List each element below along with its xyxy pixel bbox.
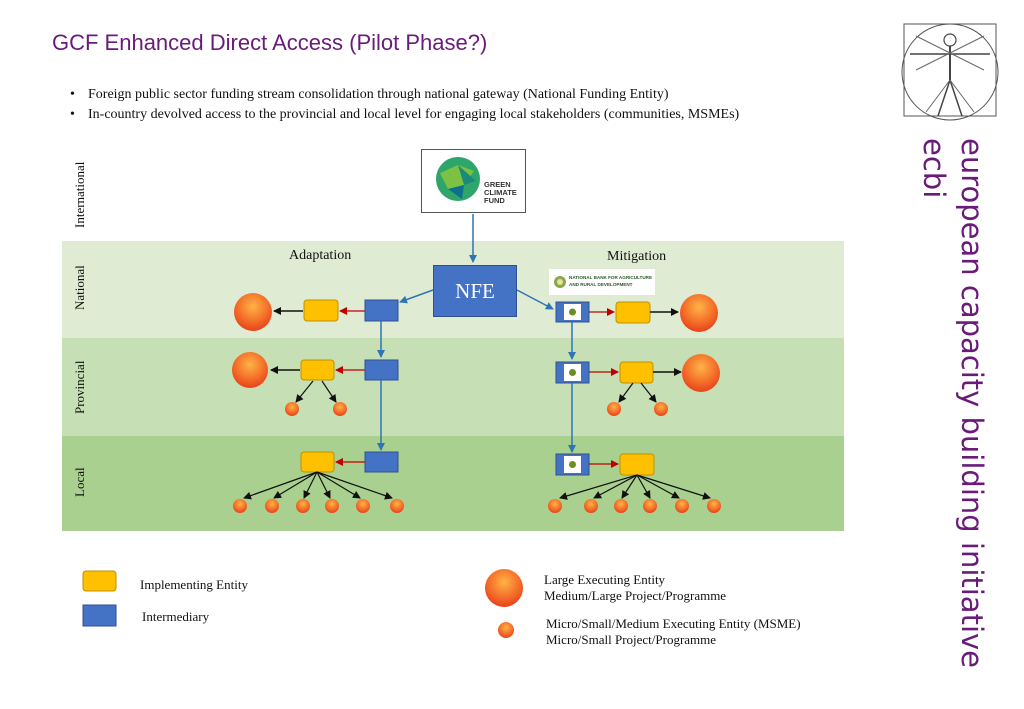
bullet-item: In-country devolved access to the provin…	[70, 106, 739, 123]
bank-word: AND RURAL DEVELOPMENT	[569, 282, 633, 287]
small-executing-entity	[285, 402, 299, 416]
gcf-word: FUND	[484, 196, 505, 205]
legend-small-entity-swatch	[498, 622, 514, 638]
small-executing-entity	[265, 499, 279, 513]
legend-large-entity-label: Large Executing Entity Medium/Large Proj…	[544, 572, 726, 604]
implementing-entity-box	[300, 359, 335, 381]
arrow-nfe-to-mitigation	[516, 289, 554, 310]
legend-line: Large Executing Entity	[544, 572, 666, 587]
organization-name: european capacity building initiative ec…	[915, 138, 991, 668]
small-executing-entity	[548, 499, 562, 513]
intermediary-box	[555, 361, 590, 384]
bank-emblem-icon	[554, 276, 566, 288]
implementing-entity-box	[303, 299, 339, 322]
column-heading-adaptation: Adaptation	[289, 248, 352, 263]
vitruvian-man-logo	[901, 23, 999, 121]
national-funding-entity-box: NFE	[433, 265, 517, 317]
small-executing-entity	[233, 499, 247, 513]
small-executing-entity	[707, 499, 721, 513]
bank-wordmark: NATIONAL BANK FOR AGRICULTURE AND RURAL …	[569, 274, 652, 288]
gcf-wordmark: GREEN CLIMATE FUND	[484, 181, 517, 205]
arrow-nfe-to-adaptation	[399, 289, 434, 304]
implementing-entity-box	[300, 451, 335, 473]
small-executing-entity	[607, 402, 621, 416]
small-executing-entity	[654, 402, 668, 416]
bank-word: NATIONAL BANK FOR AGRICULTURE	[569, 275, 653, 280]
large-executing-entity	[680, 294, 718, 332]
small-executing-entity	[333, 402, 347, 416]
intermediary-box	[364, 359, 399, 381]
gcf-word: GREEN	[484, 180, 511, 189]
implementing-entity-box	[619, 453, 655, 476]
intermediary-box	[364, 299, 399, 322]
legend-large-entity-swatch	[485, 569, 523, 607]
large-executing-entity	[682, 354, 720, 392]
organization-acronym: ecbi	[917, 138, 951, 199]
large-executing-entity	[234, 293, 272, 331]
small-executing-entity	[614, 499, 628, 513]
small-executing-entity	[584, 499, 598, 513]
small-executing-entity	[296, 499, 310, 513]
bullet-item: Foreign public sector funding stream con…	[70, 86, 739, 103]
legend-intermediary-label: Intermediary	[142, 609, 210, 624]
intermediary-box	[555, 453, 590, 476]
implementing-entity-box	[615, 301, 651, 324]
bank-logo: NATIONAL BANK FOR AGRICULTURE AND RURAL …	[549, 269, 655, 295]
implementing-entity-box	[619, 361, 654, 384]
legend-line: Micro/Small/Medium Executing Entity (MSM…	[546, 616, 801, 631]
intermediary-box	[555, 301, 590, 323]
small-executing-entity	[675, 499, 689, 513]
legend-line: Micro/Small Project/Programme	[546, 632, 717, 647]
large-executing-entity	[232, 352, 268, 388]
small-executing-entity	[643, 499, 657, 513]
band-local	[62, 436, 844, 531]
gcf-logo-box: GREEN CLIMATE FUND	[421, 149, 526, 213]
organization-full-name: european capacity building initiative	[955, 138, 989, 669]
bullet-list: Foreign public sector funding stream con…	[70, 86, 739, 126]
legend-implementing-swatch	[82, 570, 117, 592]
slide-title: GCF Enhanced Direct Access (Pilot Phase?…	[52, 30, 488, 55]
intermediary-box	[364, 451, 399, 473]
small-executing-entity	[356, 499, 370, 513]
legend-line: Medium/Large Project/Programme	[544, 588, 727, 603]
small-executing-entity	[325, 499, 339, 513]
legend-intermediary-swatch	[82, 604, 117, 627]
gcf-word: CLIMATE	[484, 188, 517, 197]
gcf-globe-icon	[436, 157, 480, 201]
legend-small-entity-label: Micro/Small/Medium Executing Entity (MSM…	[546, 616, 801, 648]
legend-implementing-entity-label: Implementing Entity	[140, 577, 248, 592]
column-heading-mitigation: Mitigation	[607, 249, 667, 264]
small-executing-entity	[390, 499, 404, 513]
